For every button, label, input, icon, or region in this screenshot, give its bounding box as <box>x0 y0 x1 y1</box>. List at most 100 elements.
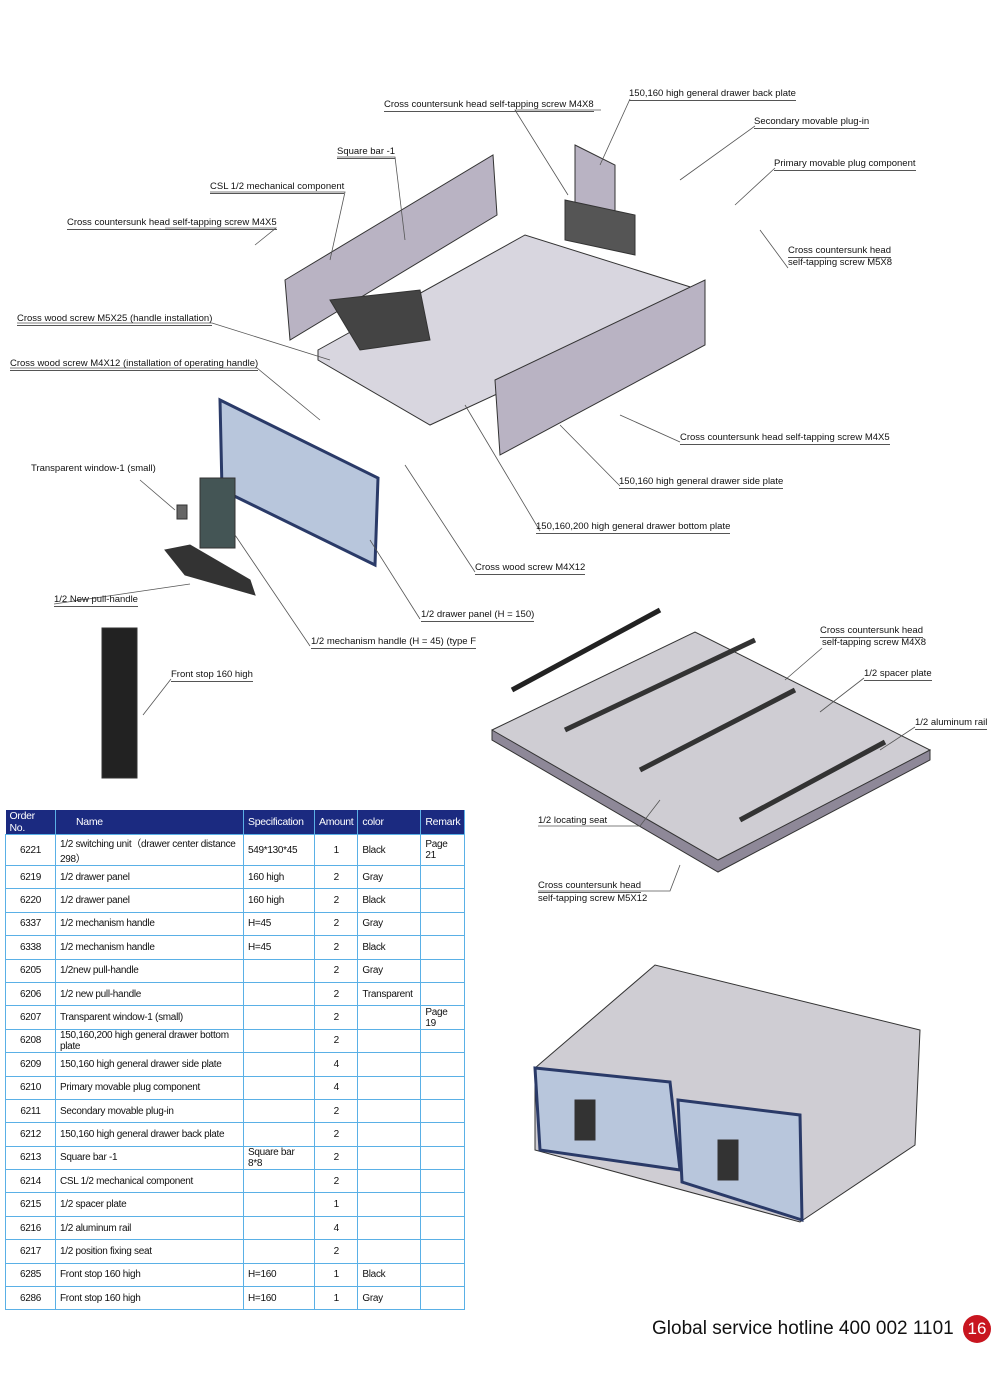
cell-color <box>357 1028 422 1054</box>
cell-amount: 2 <box>313 864 359 890</box>
cell-remark <box>420 1215 466 1241</box>
cell-amount: 2 <box>313 935 359 960</box>
callout-transparent-window: Transparent window-1 (small) <box>31 463 156 474</box>
cell-color: Gray <box>357 1286 422 1311</box>
callout-side-plate: 150,160 high general drawer side plate <box>619 476 784 489</box>
plug-component <box>564 199 636 256</box>
cell-order-no: 6285 <box>5 1262 56 1288</box>
cell-name: Square bar -1 <box>55 1145 244 1171</box>
cell-specification <box>243 1239 315 1264</box>
callout-primary-plug: Primary movable plug component <box>774 158 916 171</box>
cell-name: 1/2 mechanism handle <box>55 935 244 960</box>
cell-remark <box>420 1028 466 1054</box>
cell-remark <box>420 1286 466 1311</box>
front-stop <box>101 627 138 779</box>
cell-amount: 4 <box>313 1052 359 1077</box>
cell-remark <box>420 1122 466 1147</box>
transparent-window <box>176 504 188 520</box>
cell-color: Black <box>357 888 422 913</box>
cell-amount: 1 <box>313 1262 359 1288</box>
cell-amount: 2 <box>313 1169 359 1194</box>
cell-amount: 2 <box>313 1145 359 1171</box>
cell-specification: H=160 <box>243 1262 315 1288</box>
cell-color: Gray <box>357 864 422 890</box>
callout-screw-m5x12-line2: self-tapping screw M5X12 <box>538 893 648 904</box>
callout-spacer-plate: 1/2 spacer plate <box>864 668 932 681</box>
cell-specification <box>243 958 315 983</box>
cell-order-no: 6220 <box>5 888 56 913</box>
cell-color <box>357 1005 422 1030</box>
cell-name: Primary movable plug component <box>55 1075 244 1100</box>
cell-order-no: 6215 <box>5 1192 56 1217</box>
cell-specification <box>243 1075 315 1100</box>
cell-color <box>357 1075 422 1100</box>
cell-amount: 2 <box>313 1005 359 1030</box>
cell-color: Gray <box>357 911 422 937</box>
cell-name: CSL 1/2 mechanical component <box>55 1169 244 1194</box>
cell-specification <box>243 1098 315 1124</box>
cell-specification <box>243 1005 315 1030</box>
column-header-amount: Amount <box>314 810 359 835</box>
callout-screw-m4x5-left: Cross countersunk head self-tapping scre… <box>67 217 277 230</box>
cell-color: Transparent <box>357 981 422 1007</box>
cell-order-no: 6207 <box>5 1005 56 1030</box>
callout-screw-m5x8-line1: Cross countersunk head <box>788 245 891 258</box>
cell-color: Black <box>357 1262 422 1288</box>
cell-color <box>357 1098 422 1124</box>
cell-color <box>357 1239 422 1264</box>
cell-specification <box>243 1052 315 1077</box>
cell-color: Black <box>357 834 422 866</box>
cell-order-no: 6210 <box>5 1075 56 1100</box>
cell-name: Front stop 160 high <box>55 1286 244 1311</box>
mechanical-component <box>329 289 431 351</box>
callout-locating-seat: 1/2 locating seat <box>538 815 608 826</box>
cell-remark <box>420 1052 466 1077</box>
cell-order-no: 6219 <box>5 864 56 890</box>
cell-name: Transparent window-1 (small) <box>55 1005 244 1030</box>
cell-specification <box>243 981 315 1007</box>
cell-color <box>357 1215 422 1241</box>
cell-order-no: 6213 <box>5 1145 56 1171</box>
cell-specification: Square bar 8*8 <box>243 1145 315 1171</box>
cell-remark <box>420 864 466 890</box>
callout-screw-m4x5-right: Cross countersunk head self-tapping scre… <box>680 432 890 445</box>
callout-csl-mech: CSL 1/2 mechanical component <box>210 181 345 194</box>
callout-pull-handle: 1/2 New pull-handle <box>54 594 138 607</box>
cell-amount: 1 <box>313 1192 359 1217</box>
cell-remark <box>420 1145 466 1171</box>
cell-amount: 2 <box>313 1239 359 1264</box>
cell-amount: 2 <box>313 1122 359 1147</box>
callout-wood-m4x12-handle: Cross wood screw M4X12 (installation of … <box>10 358 259 371</box>
cell-amount: 2 <box>313 1028 359 1054</box>
callout-screw-m5x12-line1: Cross countersunk head <box>538 880 641 893</box>
cell-order-no: 6205 <box>5 958 56 983</box>
cell-order-no: 6209 <box>5 1052 56 1077</box>
cell-color <box>357 1145 422 1171</box>
cell-amount: 1 <box>313 1286 359 1311</box>
cell-order-no: 6208 <box>5 1028 56 1054</box>
cell-amount: 1 <box>313 834 359 866</box>
cell-remark <box>420 1192 466 1217</box>
cell-remark <box>420 1262 466 1288</box>
page-number-badge: 16 <box>963 1315 991 1343</box>
cell-order-no: 6217 <box>5 1239 56 1264</box>
right-side-plate <box>494 279 706 456</box>
cell-color <box>357 1192 422 1217</box>
cell-amount: 2 <box>313 1098 359 1124</box>
cell-name: 1/2 drawer panel <box>55 864 244 890</box>
cell-remark <box>420 1075 466 1100</box>
cell-order-no: 6338 <box>5 935 56 960</box>
